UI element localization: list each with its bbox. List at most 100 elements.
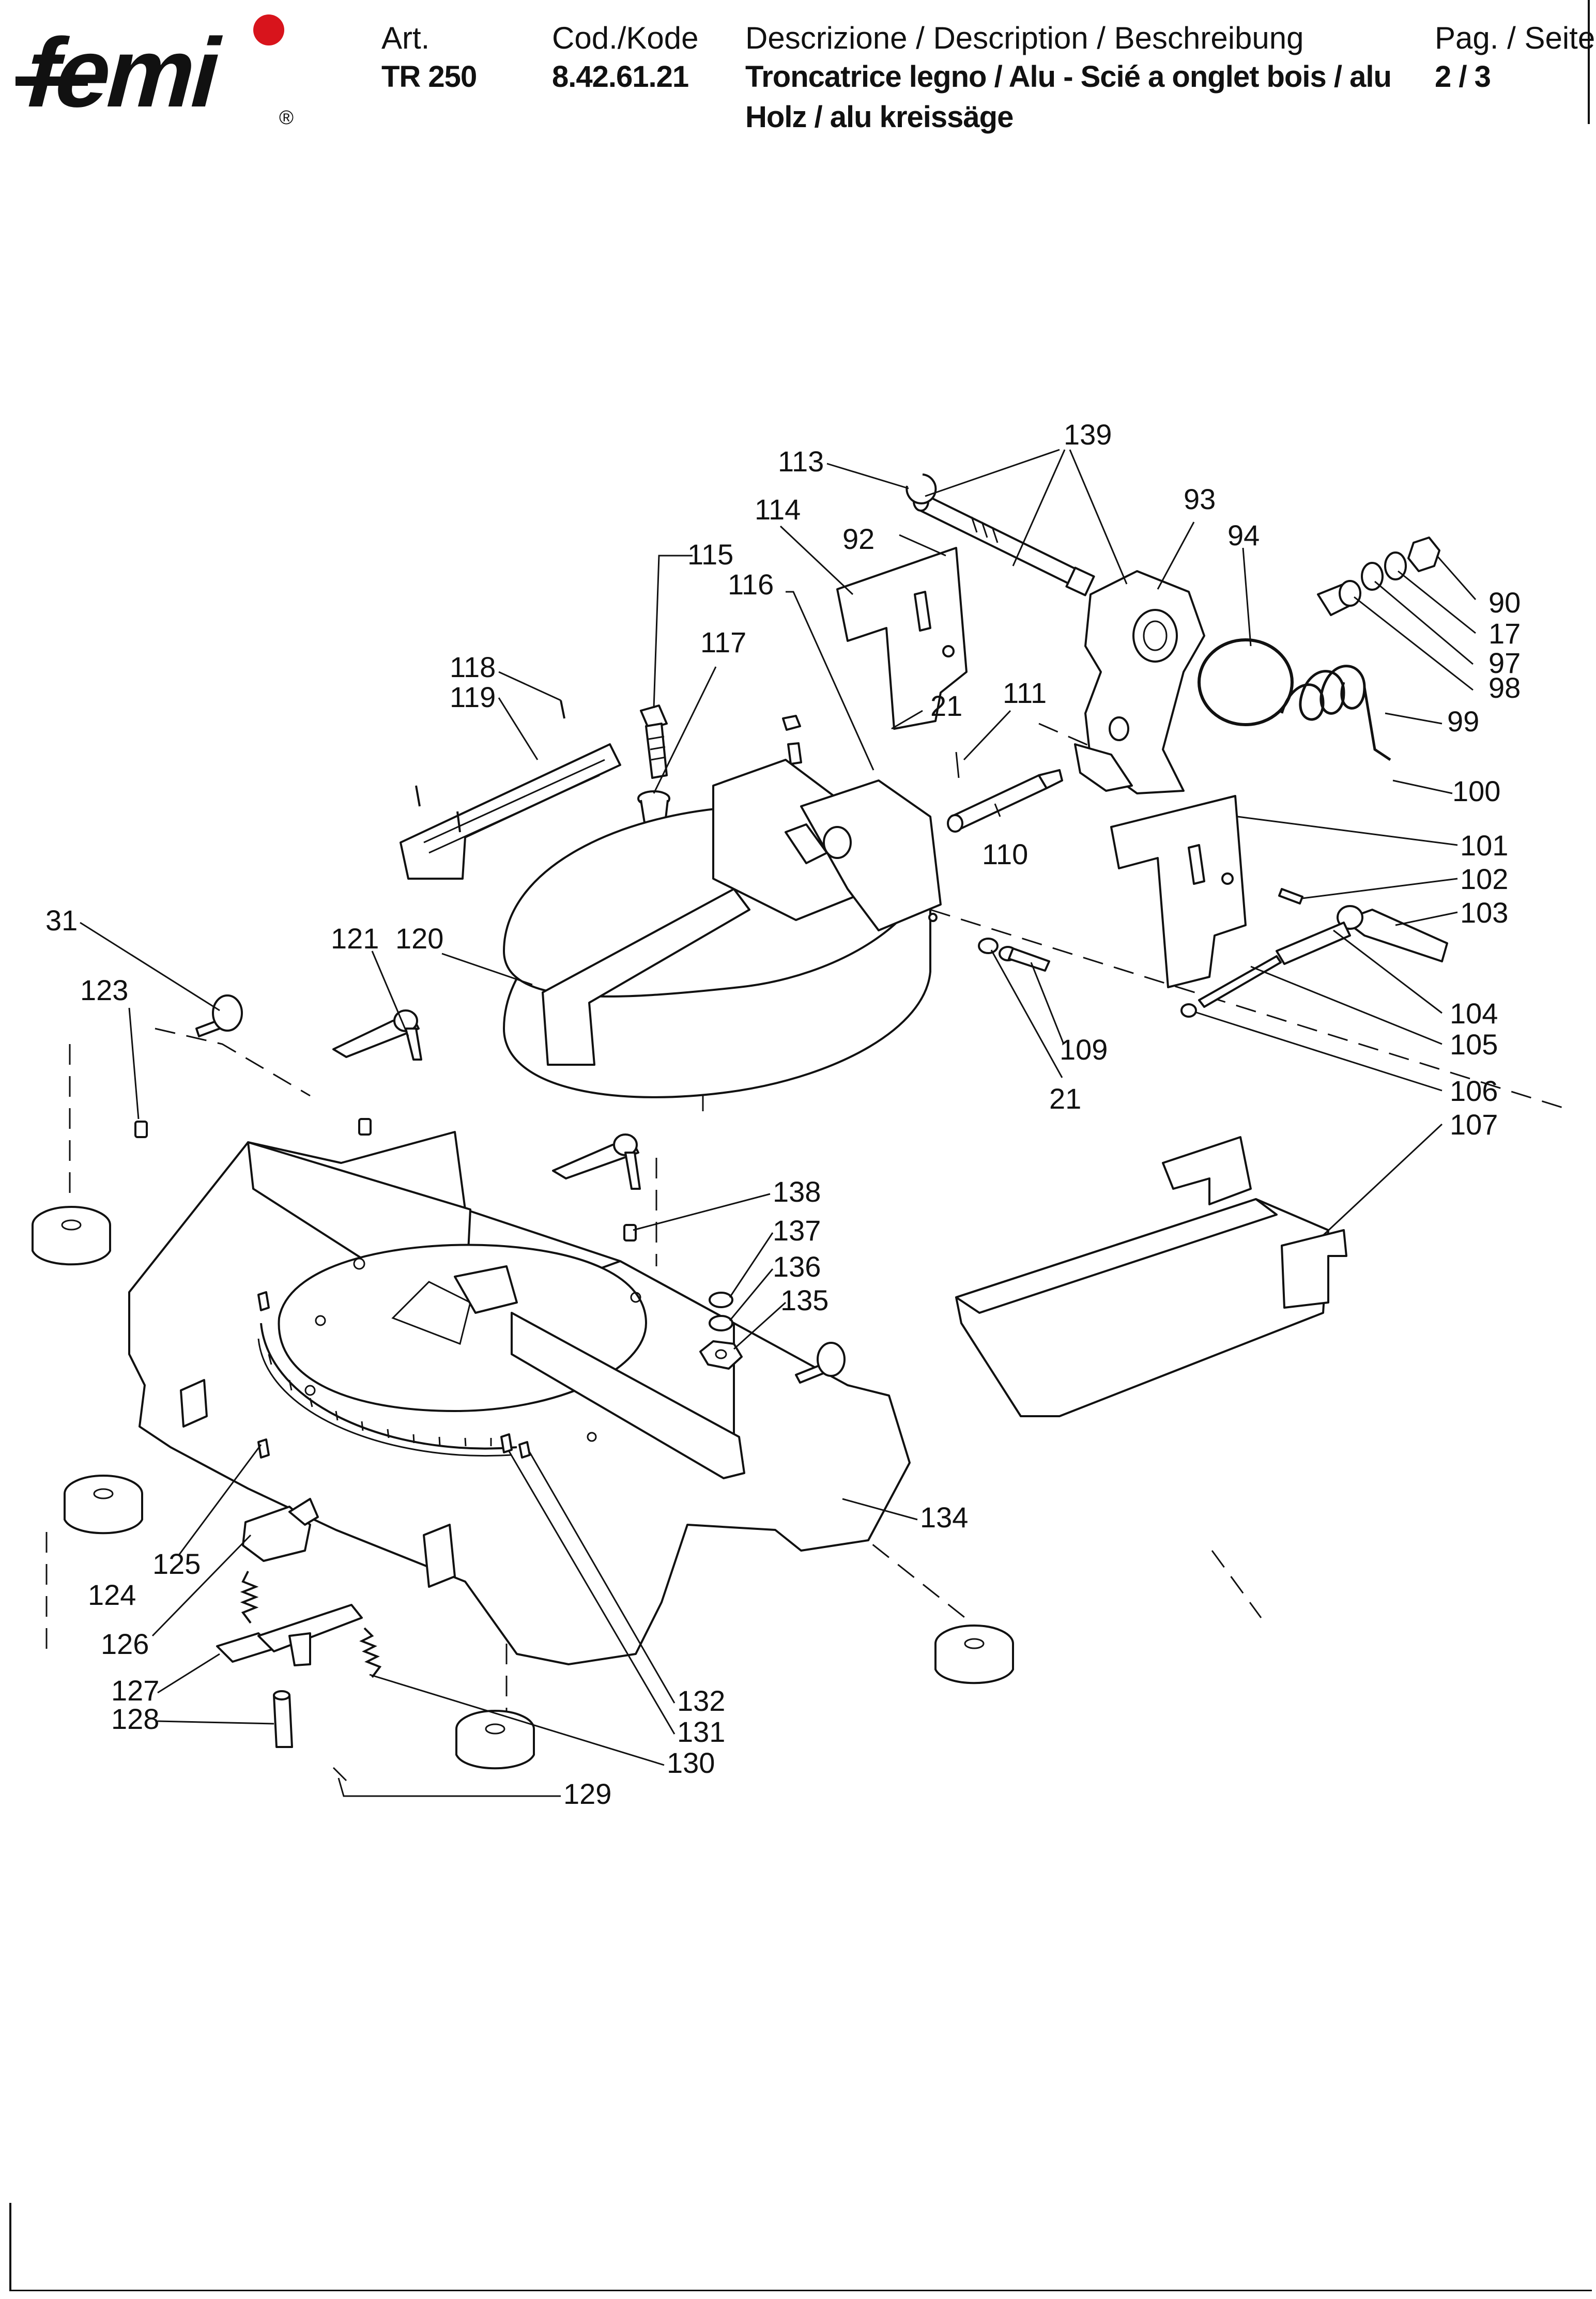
callout-92: 92 [842,523,874,555]
callout-126: 126 [101,1628,149,1660]
callout-111: 111 [1003,677,1047,709]
callout-101: 101 [1460,829,1508,862]
callout-130: 130 [667,1746,715,1779]
callout-106: 106 [1450,1075,1498,1107]
footer-bottom-rule [9,2290,1592,2291]
page-label: Pag. / Seite [1435,21,1595,55]
spring-130 [359,1627,382,1678]
nut-90 [1407,537,1440,572]
code-column: Cod./Kode 8.42.61.21 [552,20,699,97]
foot-124 [64,1475,143,1535]
callout-99: 99 [1447,705,1479,738]
callout-136: 136 [773,1250,821,1283]
leader-lines [80,449,1477,1797]
callout-109: 109 [1060,1033,1108,1066]
art-column: Art. TR 250 [381,20,477,97]
pin-left [358,1118,372,1136]
callout-121: 121 [331,922,379,955]
callout-31: 31 [45,904,78,937]
pin-123 [134,1121,148,1138]
callout-117: 117 [700,626,746,658]
callout-21-upper: 21 [930,689,962,722]
callout-125: 125 [152,1547,201,1580]
footer-left-rule [9,2203,11,2291]
callout-115: 115 [687,538,733,571]
lock-lever-center [552,1133,641,1190]
knob-31 [195,994,243,1037]
detent-bracket-126 [242,1498,319,1562]
circlip-113 [906,473,937,504]
logo-red-dot [253,14,284,45]
callout-110: 110 [982,838,1028,870]
callout-138: 138 [773,1175,821,1208]
spacer-104 [1276,922,1351,965]
lever-103 [1337,905,1448,962]
release-lever-127 [216,1604,363,1666]
pin-129 [332,1767,347,1782]
callout-104: 104 [1450,997,1498,1030]
callout-98: 98 [1488,671,1521,704]
guard-plate-101 [1110,795,1247,988]
callout-139: 139 [1064,418,1112,451]
pivot-bracket-93 [1074,570,1205,794]
callout-17: 17 [1488,617,1521,650]
callout-102: 102 [1460,863,1508,895]
pin-138 [623,1224,637,1242]
callout-97: 97 [1488,647,1521,679]
plunger-128 [273,1690,293,1748]
description-column: Descrizione / Description / Beschreibung… [745,20,1392,137]
pin-111 [955,752,960,778]
description-line-1: Troncatrice legno / Alu - Scié a onglet … [745,60,1392,94]
callout-105: 105 [1450,1028,1498,1061]
page-column: Pag. / Seite 2 / 3 [1435,20,1595,97]
callout-118: 118 [450,651,496,683]
screw-132 [518,1441,531,1459]
callout-103: 103 [1460,896,1508,929]
screw-131 [500,1433,513,1453]
knob-right [795,1342,846,1384]
callout-132: 132 [677,1684,725,1717]
sub-fence-119 [400,700,621,880]
spring-left [240,1571,259,1624]
art-label: Art. [381,21,430,55]
callout-107: 107 [1450,1108,1498,1141]
header-right-rule [1588,0,1590,124]
foot-front-right [934,1624,1014,1684]
extension-tray-107 [955,1136,1347,1417]
bolt-115 [640,704,668,779]
lock-lever-121 [332,1009,422,1061]
code-label: Cod./Kode [552,21,699,55]
callout-131: 131 [677,1715,725,1748]
code-value: 8.42.61.21 [552,60,689,94]
foot-rear [455,1710,535,1770]
bolt-109 [978,938,1050,972]
art-value: TR 250 [381,60,477,94]
guard-plate-114 [836,547,968,730]
callout-120: 120 [395,922,443,955]
registered-mark: ® [279,107,294,128]
page-header: femi ® Art. TR 250 Cod./Kode 8.42.61.21 … [0,0,1596,134]
screw-scale [257,1291,270,1311]
saw-base-134 [128,1131,911,1665]
screw-125 [257,1438,270,1459]
callout-127: 127 [111,1674,159,1707]
description-label: Descrizione / Description / Beschreibung [745,21,1304,55]
turntable-120 [503,759,942,1098]
callout-labels: 139 113 114 92 93 94 115 116 90 17 97 98… [45,418,1521,1810]
callout-135: 135 [780,1284,828,1316]
callout-119: 119 [450,681,496,713]
right-fence [511,1312,745,1479]
callout-114: 114 [755,493,801,526]
callout-129: 129 [563,1777,611,1810]
callout-137: 137 [773,1214,821,1247]
stud-105 [1198,955,1282,1008]
callout-116: 116 [728,568,774,601]
washer-106 [1180,1003,1197,1018]
bushing-98 [1317,580,1361,616]
torsion-spring-99 [1280,665,1391,761]
nut-135 [699,1340,743,1370]
logo-wordmark: femi [14,18,232,128]
callout-128: 128 [111,1703,159,1735]
callout-123: 123 [80,974,128,1006]
screw-102 [1278,888,1303,905]
